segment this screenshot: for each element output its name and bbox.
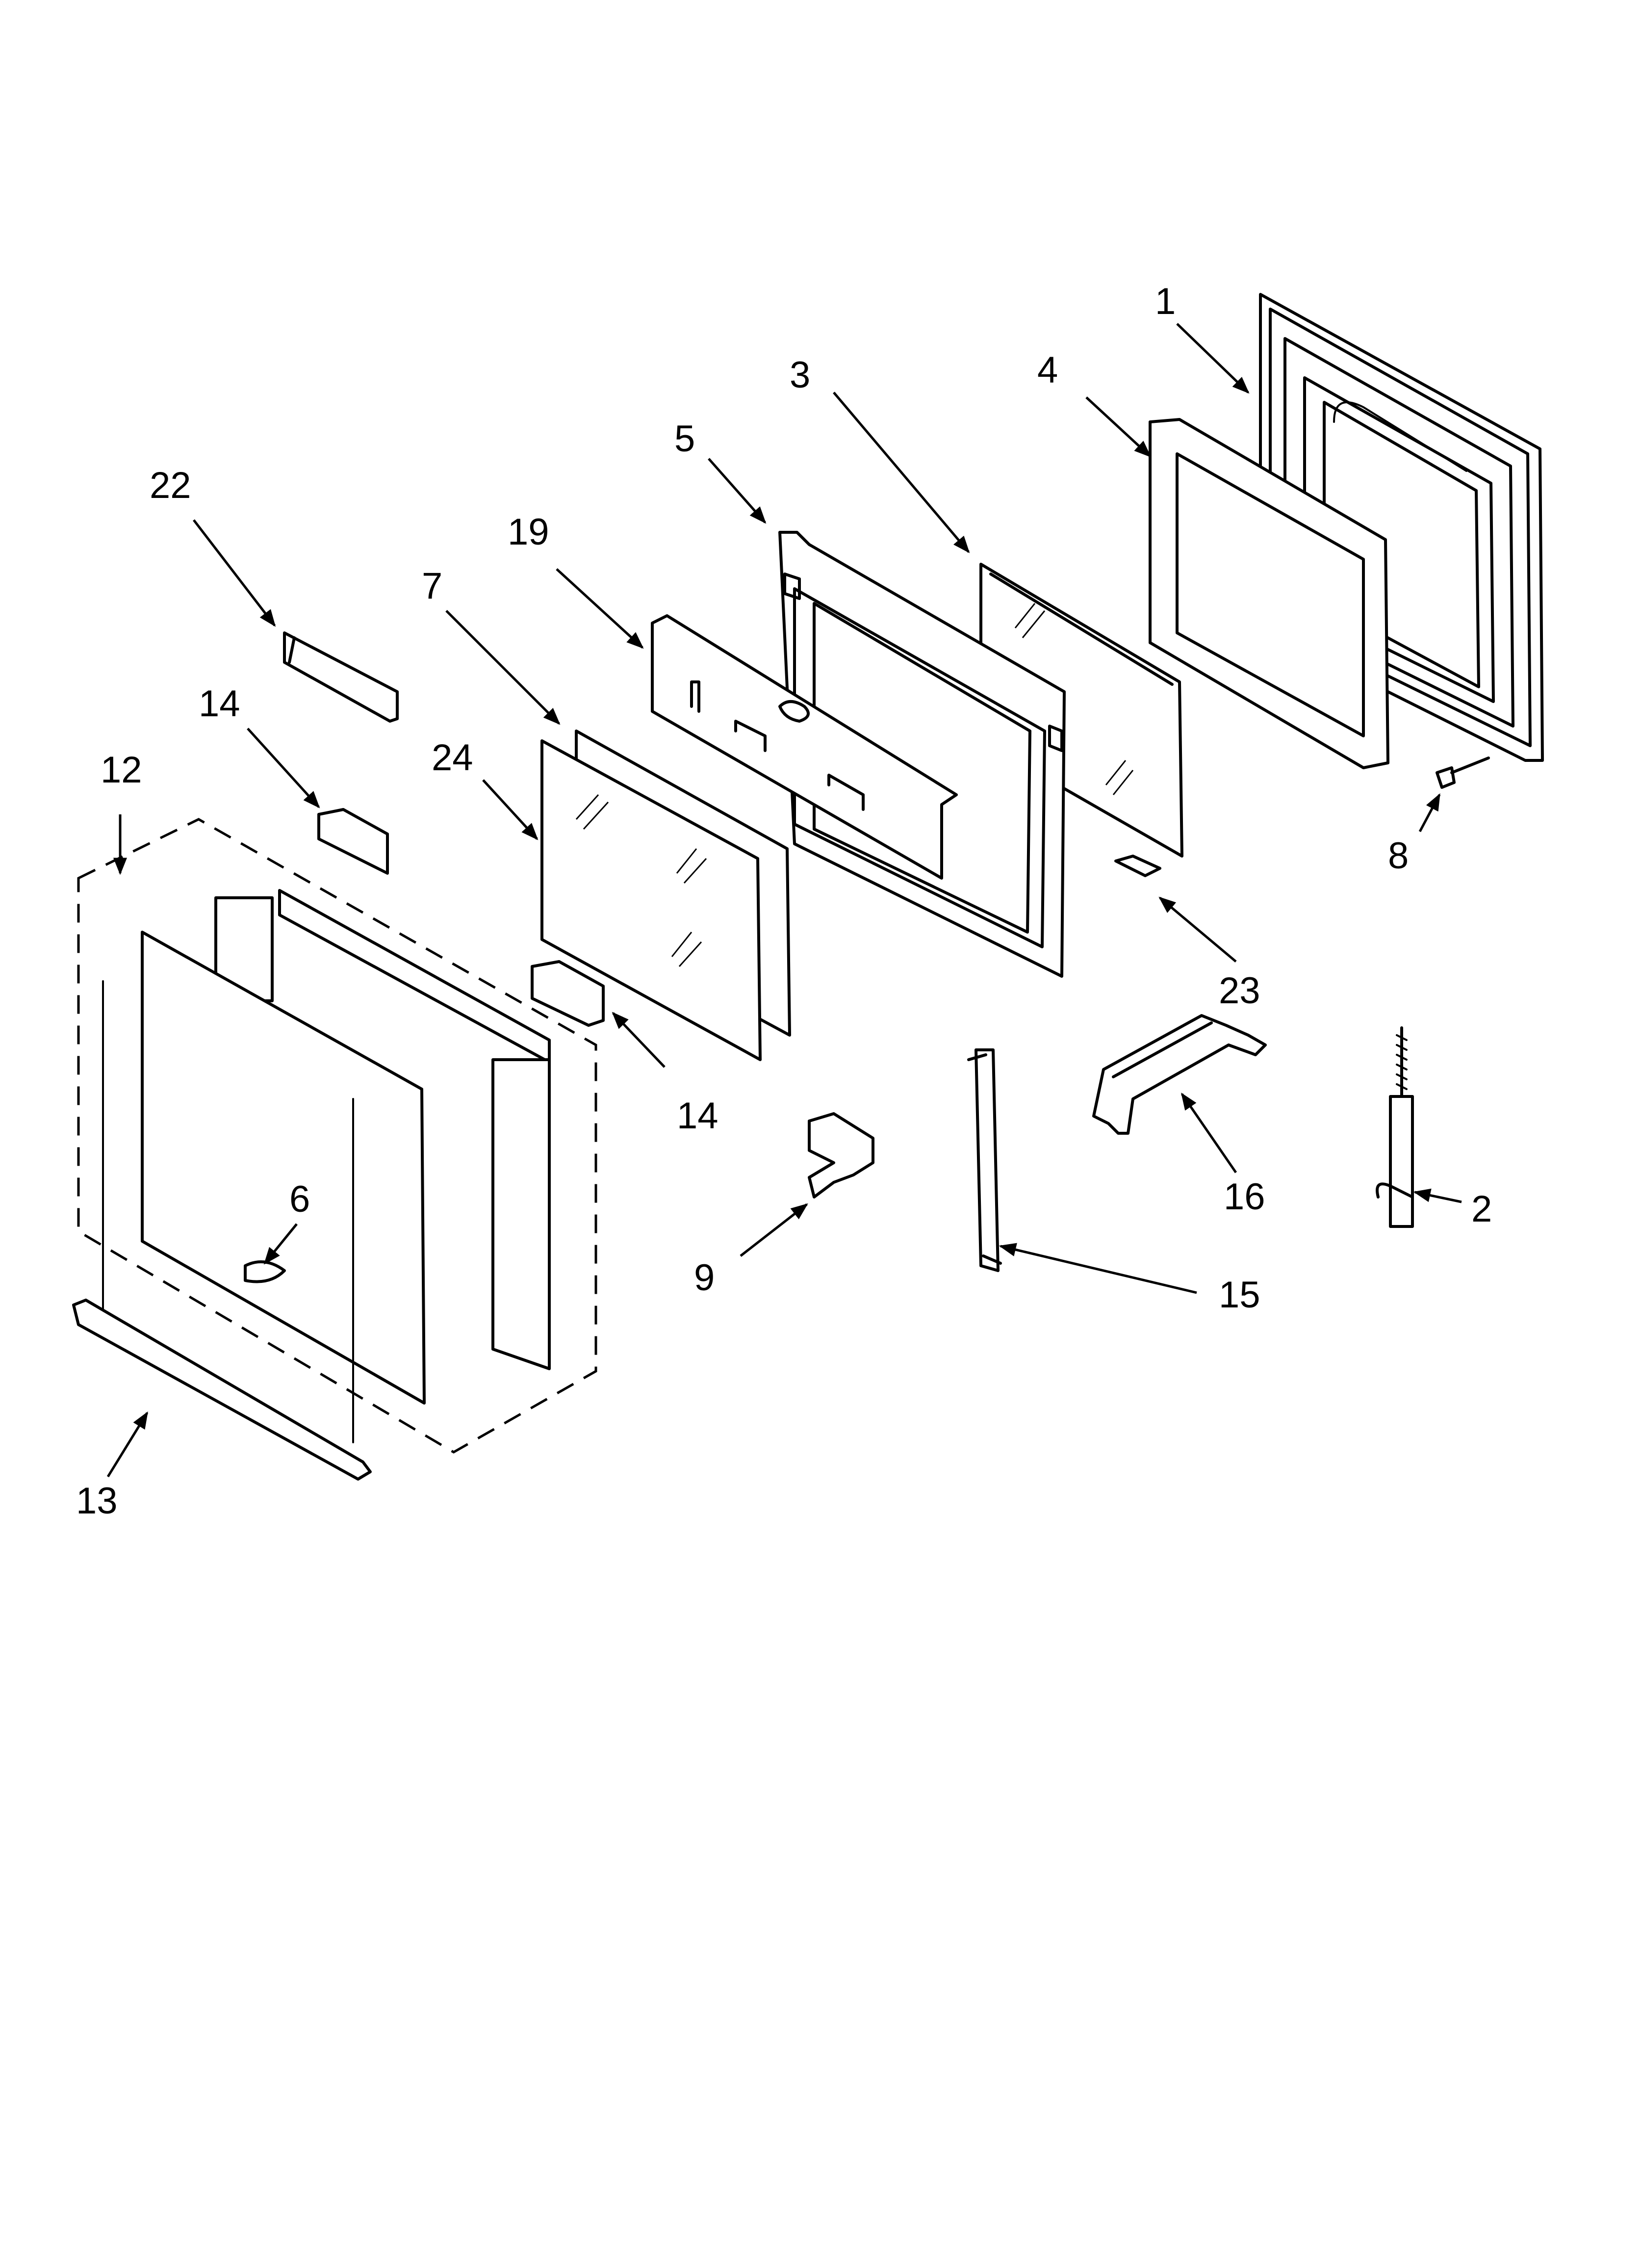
leader-19 — [556, 568, 644, 649]
callout-14a: 14 — [199, 683, 240, 725]
callout-labels: 1 2 3 4 5 6 7 8 9 12 13 14 14 15 16 19 2… — [76, 281, 1492, 1522]
callout-12: 12 — [101, 749, 142, 791]
leader-24 — [482, 779, 539, 840]
part-4-door-frame — [1149, 418, 1389, 769]
part-9-latch — [808, 1112, 874, 1199]
part-13-handle — [72, 1299, 372, 1481]
leader-1 — [1176, 323, 1250, 394]
part-2-hinge — [1376, 1026, 1414, 1228]
callout-19: 19 — [508, 511, 549, 553]
callout-5: 5 — [674, 418, 695, 460]
callout-1: 1 — [1155, 281, 1176, 322]
leader-16 — [1180, 1093, 1237, 1173]
callout-23: 23 — [1219, 970, 1260, 1012]
callout-7: 7 — [422, 565, 442, 607]
leader-3 — [833, 391, 970, 553]
part-23-clip — [1114, 855, 1161, 877]
leader-2 — [1413, 1188, 1462, 1203]
leader-6 — [263, 1223, 298, 1265]
part-24-outer-glass — [540, 739, 762, 1061]
callout-14b: 14 — [677, 1095, 718, 1137]
callout-16: 16 — [1224, 1176, 1265, 1218]
leader-5 — [708, 458, 767, 524]
leader-4 — [1085, 396, 1152, 458]
callout-6: 6 — [289, 1178, 310, 1220]
part-12-door-assembly — [77, 818, 597, 1454]
callout-22: 22 — [150, 465, 191, 506]
leader-lines — [106, 323, 1462, 1478]
callout-4: 4 — [1037, 349, 1058, 391]
callout-9: 9 — [694, 1257, 715, 1299]
leader-13 — [106, 1411, 149, 1478]
callout-13: 13 — [76, 1480, 118, 1522]
leader-14b — [612, 1012, 666, 1068]
part-16-bracket — [1092, 1014, 1267, 1135]
leader-23 — [1158, 896, 1237, 963]
callout-3: 3 — [790, 354, 810, 396]
callout-24: 24 — [432, 737, 473, 779]
leader-9 — [740, 1203, 808, 1257]
leader-22 — [193, 519, 276, 627]
part-8-screw — [1436, 756, 1490, 789]
callout-8: 8 — [1388, 835, 1409, 877]
callout-2: 2 — [1471, 1188, 1492, 1230]
part-15-link — [967, 1048, 1002, 1272]
leader-7 — [445, 610, 561, 725]
callout-15: 15 — [1219, 1274, 1260, 1316]
leader-8 — [1418, 793, 1441, 833]
part-14-hinge-upper — [317, 808, 389, 875]
leader-15 — [999, 1243, 1197, 1294]
part-19-baffle — [651, 614, 958, 880]
part-14-hinge-lower — [531, 960, 605, 1027]
leader-14a — [247, 728, 320, 808]
part-22-bracket — [283, 631, 399, 723]
